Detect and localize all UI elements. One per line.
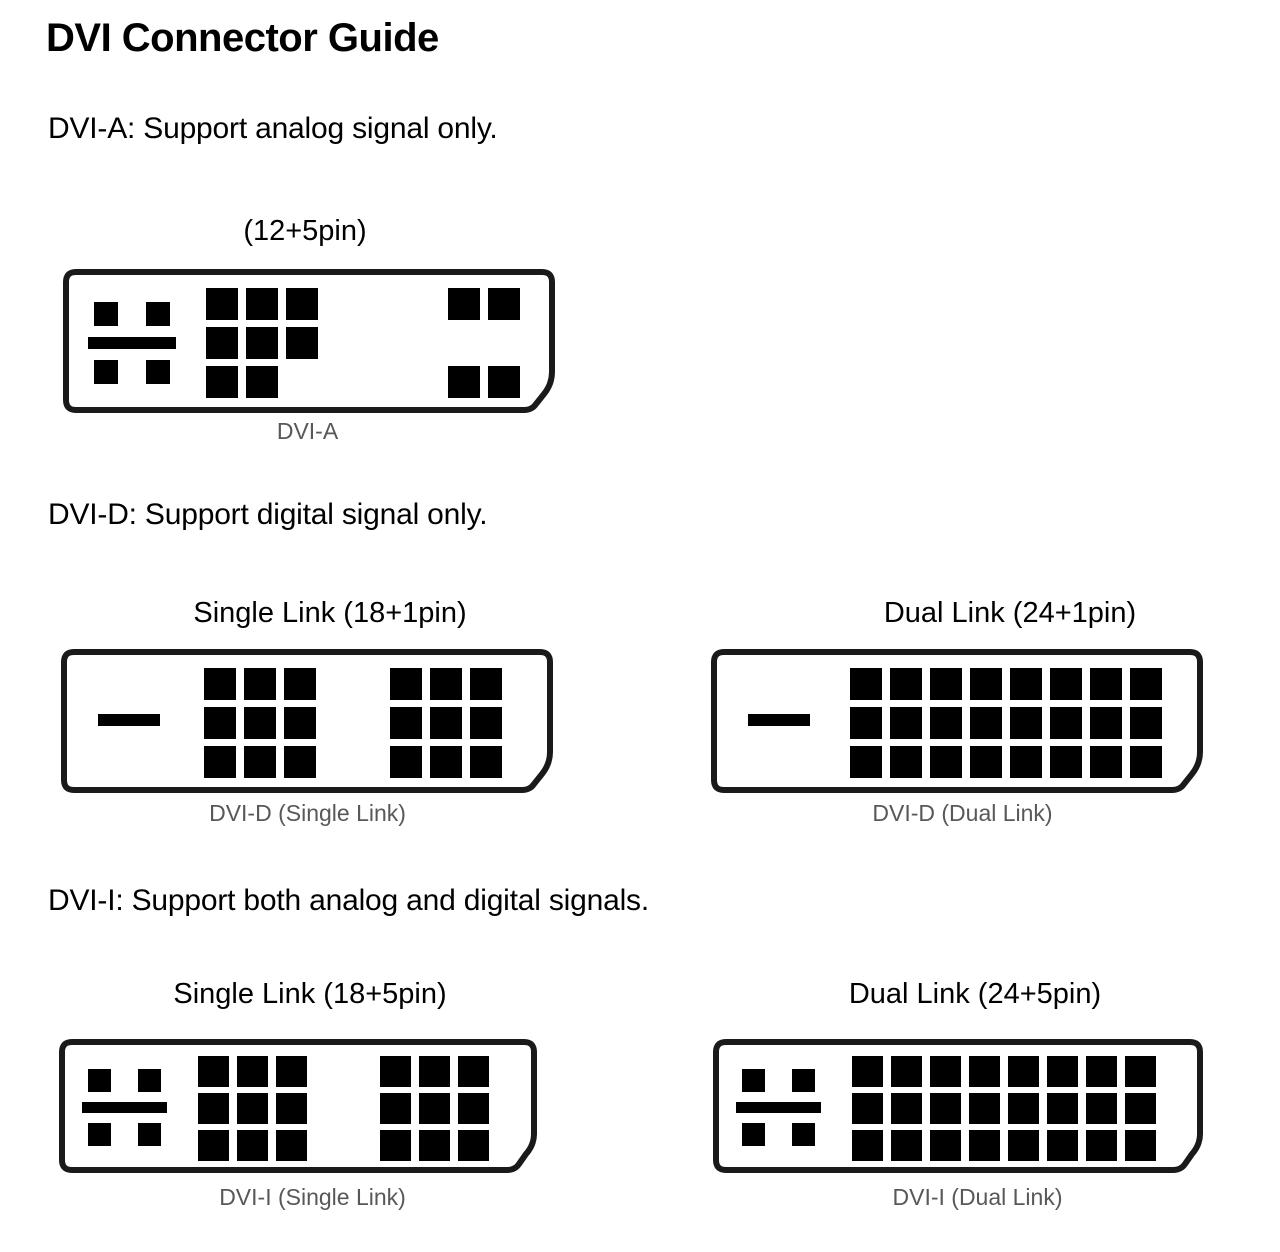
analog-blade-group xyxy=(98,714,160,726)
section-heading-dvi-a: DVI-A: Support analog signal only. xyxy=(48,112,498,145)
pin-label-dvi-i-single: Single Link (18+5pin) xyxy=(173,978,447,1010)
connector-dvi-a xyxy=(62,268,556,414)
analog-pin-group xyxy=(88,302,176,384)
connector-dvi-i-dual xyxy=(712,1038,1204,1174)
connector-dvi-d-single xyxy=(60,648,554,794)
caption-dvi-a: DVI-A xyxy=(276,418,339,444)
connector-dvi-d-dual xyxy=(710,648,1204,794)
analog-blade-group xyxy=(748,714,810,726)
page-title: DVI Connector Guide xyxy=(46,16,439,60)
pin-label-dvi-d-single: Single Link (18+1pin) xyxy=(193,597,467,629)
analog-pin-group xyxy=(736,1069,821,1146)
section-heading-dvi-i: DVI-I: Support both analog and digital s… xyxy=(48,884,649,917)
digital-pin-group xyxy=(852,1056,1156,1161)
caption-dvi-d-dual: DVI-D (Dual Link) xyxy=(872,800,1053,826)
connector-dvi-i-single xyxy=(58,1038,538,1174)
digital-pin-group xyxy=(204,668,502,778)
caption-dvi-i-dual: DVI-I (Dual Link) xyxy=(892,1184,1063,1210)
pin-label-dvi-i-dual: Dual Link (24+5pin) xyxy=(848,978,1102,1010)
section-heading-dvi-d: DVI-D: Support digital signal only. xyxy=(48,498,488,531)
pin-label-dvi-a: (12+5pin) xyxy=(243,215,367,247)
caption-dvi-d-single: DVI-D (Single Link) xyxy=(209,800,406,826)
caption-dvi-i-single: DVI-I (Single Link) xyxy=(219,1184,406,1210)
digital-pin-group xyxy=(850,668,1162,778)
pin-label-dvi-d-dual: Dual Link (24+1pin) xyxy=(883,597,1137,629)
analog-pin-group xyxy=(82,1069,167,1146)
digital-pin-group xyxy=(206,288,520,398)
digital-pin-group xyxy=(198,1056,489,1161)
